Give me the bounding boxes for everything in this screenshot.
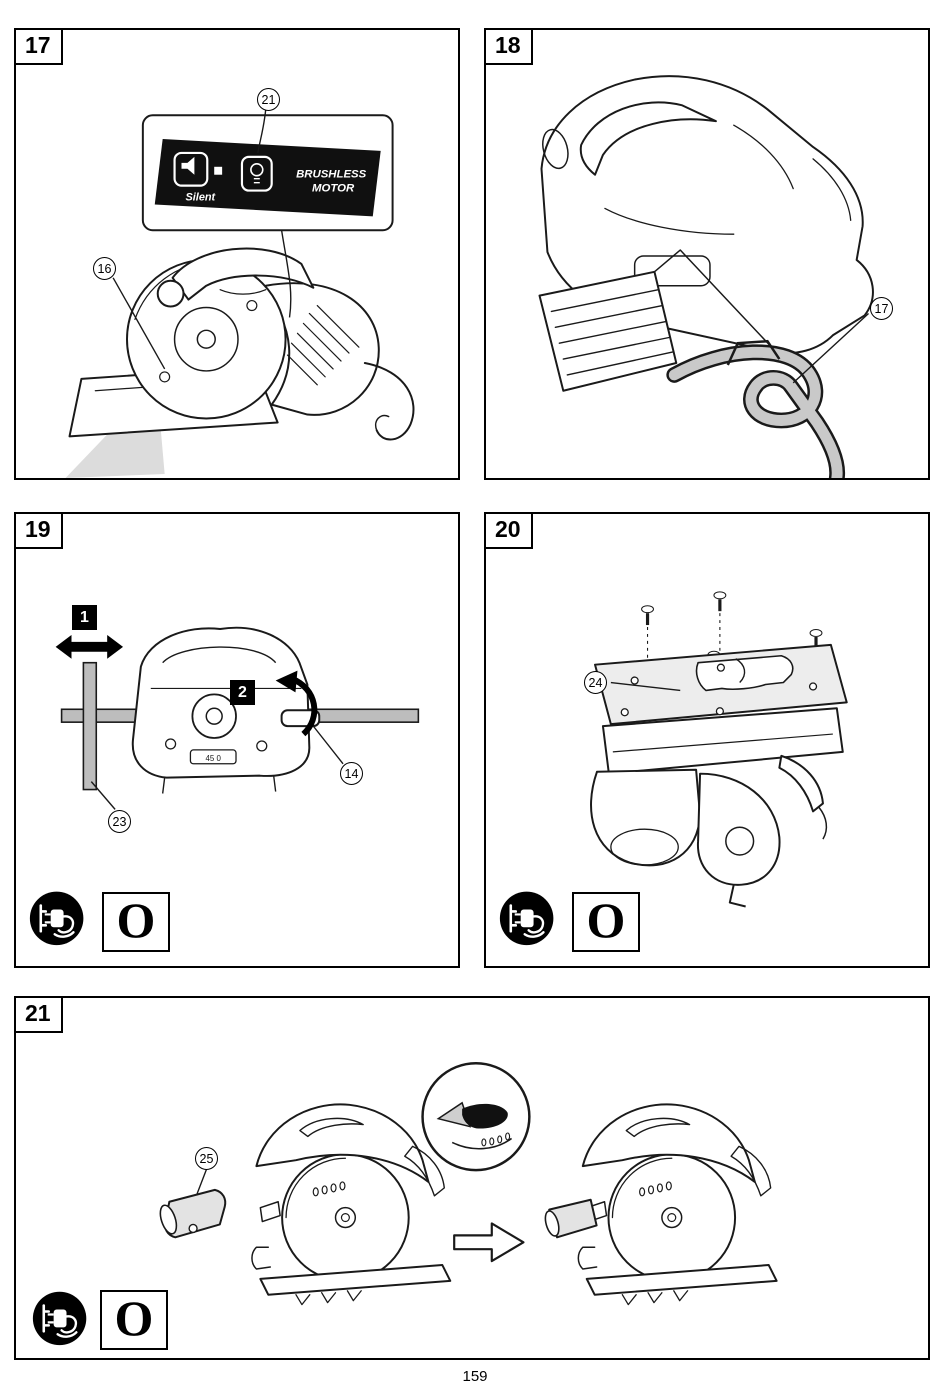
handle-opening [579, 101, 717, 176]
callout-14-leader [312, 725, 344, 765]
figure-panel-19: 19 45 0 1 2 [14, 512, 460, 968]
brushless-label-line1: BRUSHLESS [296, 169, 367, 181]
motor-vent-lines [286, 304, 360, 386]
callout-23-leader [90, 781, 116, 810]
saw-rear-view-drawing [538, 75, 874, 392]
saw-with-nozzle [577, 1103, 778, 1306]
oil-symbol: O [116, 892, 156, 948]
unplug-power-icon [28, 890, 85, 947]
callout-24-leader [610, 681, 681, 692]
inverted-saw-drawing [590, 707, 844, 908]
inset-pointer-line [280, 230, 292, 318]
mode-led [214, 166, 223, 175]
figure-17-illustration: Silent BRUSHLESS MOTOR [65, 109, 415, 478]
lamp-icon [250, 163, 264, 177]
sub-base-plate [594, 643, 848, 726]
proceed-arrow [453, 1222, 525, 1263]
unplug-power-icon [31, 1290, 88, 1347]
figure-panel-21: 21 [14, 996, 930, 1360]
bevel-scale-label: 45 0 [206, 754, 222, 763]
motor-housing [590, 768, 702, 867]
callout-17-leader [792, 312, 870, 384]
oil-symbol-box: O [100, 1290, 168, 1350]
callout-25-leader [196, 1167, 208, 1195]
callout-16: 16 [93, 257, 116, 280]
figure-number-19: 19 [14, 512, 63, 550]
figure-21-illustration [31, 1062, 778, 1347]
figure-18-illustration [538, 75, 874, 478]
callout-21: 21 [257, 88, 280, 111]
figure-number-21: 21 [14, 996, 63, 1034]
motor-vent-block [538, 270, 678, 392]
control-panel-inset: Silent BRUSHLESS MOTOR [141, 114, 394, 232]
speaker-icon [181, 156, 195, 175]
dust-nozzle-detached [159, 1188, 227, 1239]
page-number: 159 [462, 1368, 488, 1385]
cord-hook [726, 339, 781, 366]
step-2-badge: 2 [230, 680, 255, 705]
circular-saw-drawing [68, 247, 415, 441]
light-button [240, 155, 273, 192]
callout-25: 25 [195, 1147, 218, 1170]
figure-panel-20: 20 [484, 512, 930, 968]
vent-slats [550, 288, 674, 376]
dust-nozzle-attached [544, 1198, 598, 1239]
callout-17: 17 [870, 297, 893, 320]
mode-button [173, 151, 209, 187]
hex-wrench-vertical [82, 661, 98, 791]
figure-number-20: 20 [484, 512, 533, 550]
callout-14: 14 [340, 762, 363, 785]
slide-direction-arrow [55, 634, 124, 659]
figure-number-18: 18 [484, 28, 533, 66]
callout-23: 23 [108, 810, 131, 833]
oil-symbol: O [586, 892, 626, 948]
figure-panel-17: 17 [14, 28, 460, 480]
oil-symbol: O [114, 1290, 154, 1346]
callout-24: 24 [584, 671, 607, 694]
rotate-arrow-head [275, 670, 298, 693]
callout-16-leader [112, 277, 166, 370]
step-1-badge: 1 [72, 605, 97, 630]
saw-without-nozzle [250, 1103, 452, 1306]
detail-zoom-circle [421, 1062, 531, 1172]
power-cord [363, 362, 415, 441]
figure-panel-18: 18 [484, 28, 930, 480]
brushless-label-line2: MOTOR [312, 183, 355, 195]
power-cord-hooked [666, 344, 846, 478]
silent-label: Silent [186, 191, 216, 203]
figure-number-17: 17 [14, 28, 63, 66]
callout-21-leader [257, 109, 267, 154]
oil-symbol-box: O [102, 892, 170, 952]
figure-19-illustration: 45 0 [28, 626, 420, 947]
unplug-power-icon [498, 890, 555, 947]
saw-handle [171, 247, 315, 301]
figure-20-illustration [498, 591, 848, 947]
saw-front-view-drawing: 45 0 [131, 626, 321, 794]
oil-symbol-box: O [572, 892, 640, 952]
rotate-arrow [290, 675, 318, 737]
